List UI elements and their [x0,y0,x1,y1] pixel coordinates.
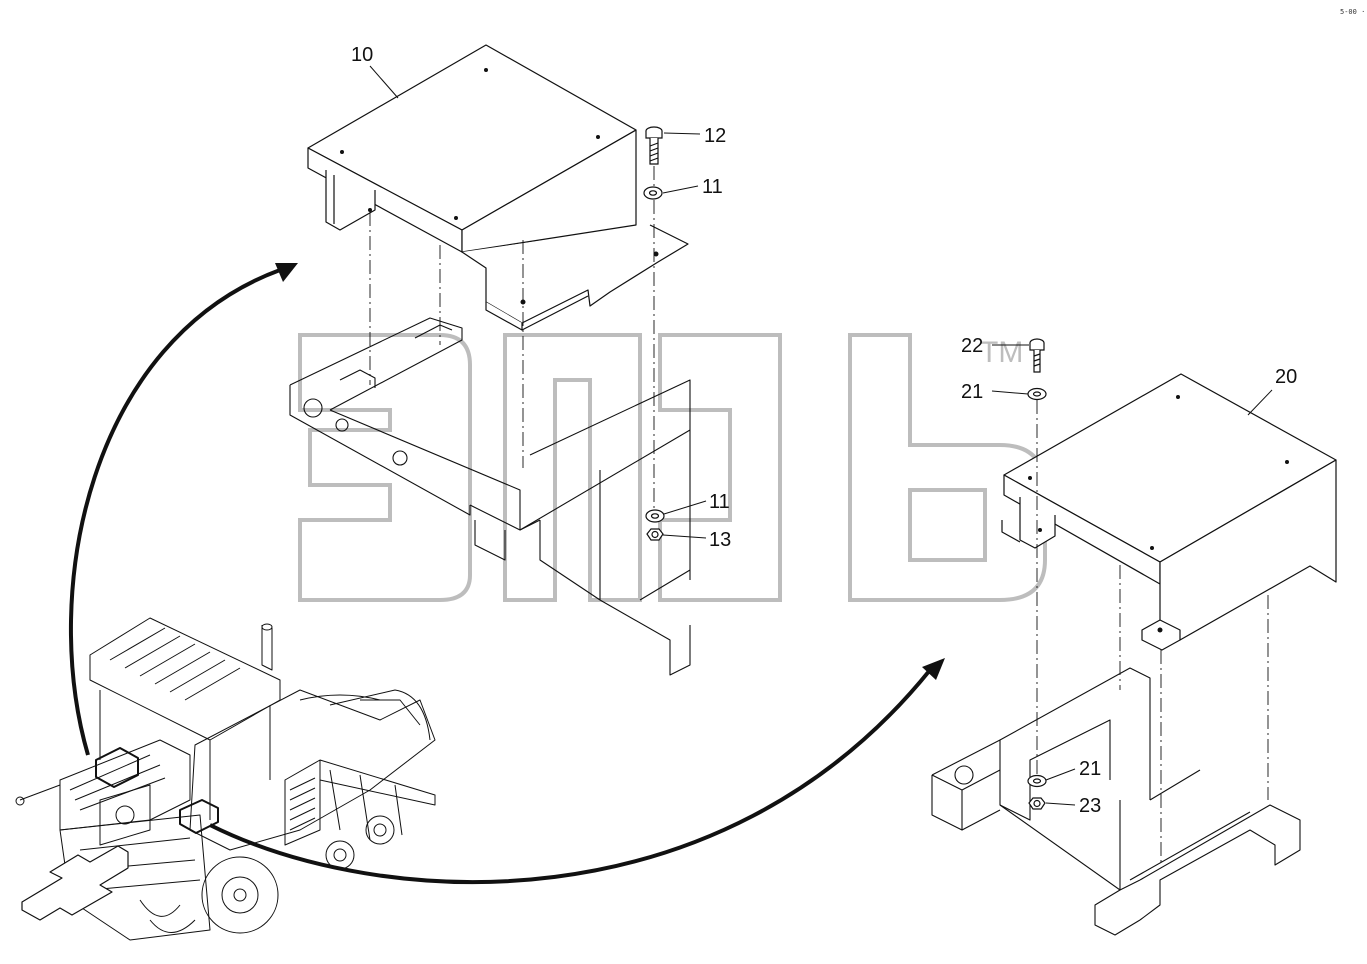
callout-12: 12 [704,125,726,147]
callout-11-mid: 11 [709,491,730,513]
frame-bracket-upper [289,317,691,676]
nut-23 [1028,797,1046,810]
callout-labels: 10 12 11 11 13 22 21 20 21 23 [351,44,1297,817]
cover-10 [307,44,689,331]
callout-11-upper: 11 [702,176,723,198]
bolt-22 [1029,338,1045,373]
cover-20-holes [1028,395,1289,633]
callout-21-upper: 21 [961,381,983,403]
leader-lines [369,65,1273,806]
frame-bracket-lower [931,667,1301,936]
watermark-logo [298,333,1047,602]
view-direction-arrow [21,845,129,921]
washer-21-upper [1027,387,1047,401]
callout-10: 10 [351,44,373,66]
watermark-tm: TM [980,336,1023,369]
washer-11-upper [643,186,663,200]
washer-21-lower [1027,774,1047,788]
curved-arrows [68,263,945,885]
cover-20 [1001,373,1337,651]
bolt-12 [645,126,663,165]
callout-20: 20 [1275,366,1297,388]
washer-11-mid [645,509,665,523]
callout-13: 13 [709,529,731,551]
callout-22: 22 [961,335,983,357]
nut-13 [646,528,664,541]
reference-code: 5-00 · 48 [1340,8,1367,16]
assembly-centerlines [369,166,1269,865]
callout-21-lower: 21 [1079,758,1101,780]
callout-23: 23 [1079,795,1101,817]
